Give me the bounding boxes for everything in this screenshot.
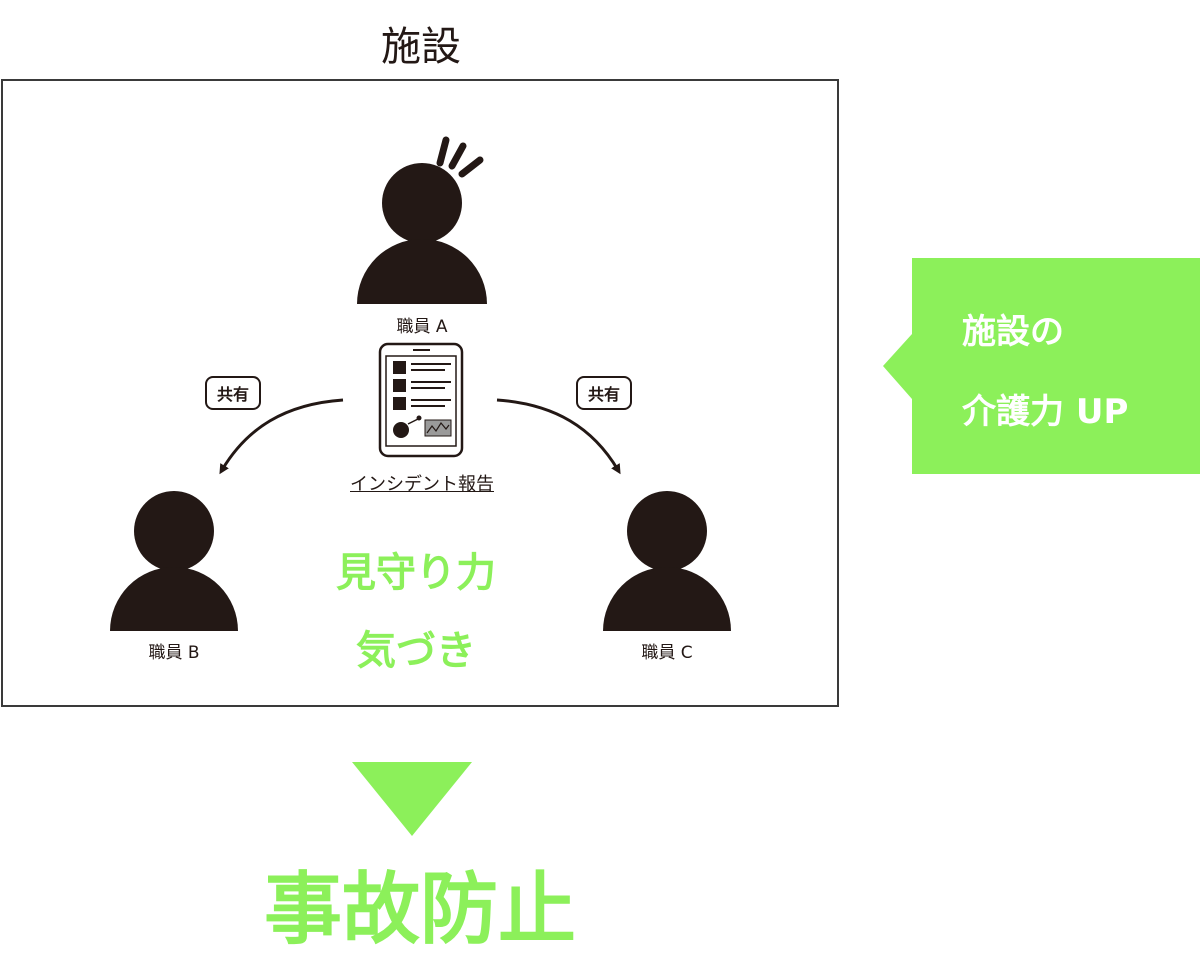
incident-report-label: インシデント報告 xyxy=(350,474,494,495)
tablet-report-icon xyxy=(378,342,464,458)
callout-line-2: 介護力 UP xyxy=(962,392,1129,432)
down-triangle-icon xyxy=(352,762,472,836)
person-icon-staff-a xyxy=(357,163,487,304)
curved-arrow-icon-left xyxy=(219,398,344,475)
staff-c-label: 職員 C xyxy=(641,643,693,663)
curved-arrow-icon-right xyxy=(496,398,621,475)
callout-shape xyxy=(883,258,1200,474)
alert-lines-icon xyxy=(436,136,484,178)
staff-b-label: 職員 B xyxy=(148,643,200,663)
result-accident-prevention: 事故防止 xyxy=(263,865,576,955)
share-tag-right: 共有 xyxy=(576,376,632,410)
facility-title: 施設 xyxy=(381,24,461,70)
facility-frame xyxy=(1,79,839,707)
person-icon-staff-c xyxy=(603,491,731,631)
share-tag-left: 共有 xyxy=(205,376,261,410)
person-icon-staff-b xyxy=(110,491,238,631)
benefit-monitoring: 見守り力 xyxy=(336,550,496,596)
benefit-awareness: 気づき xyxy=(356,628,476,674)
staff-a-label: 職員 A xyxy=(396,317,448,337)
callout-line-1: 施設の xyxy=(962,312,1064,352)
